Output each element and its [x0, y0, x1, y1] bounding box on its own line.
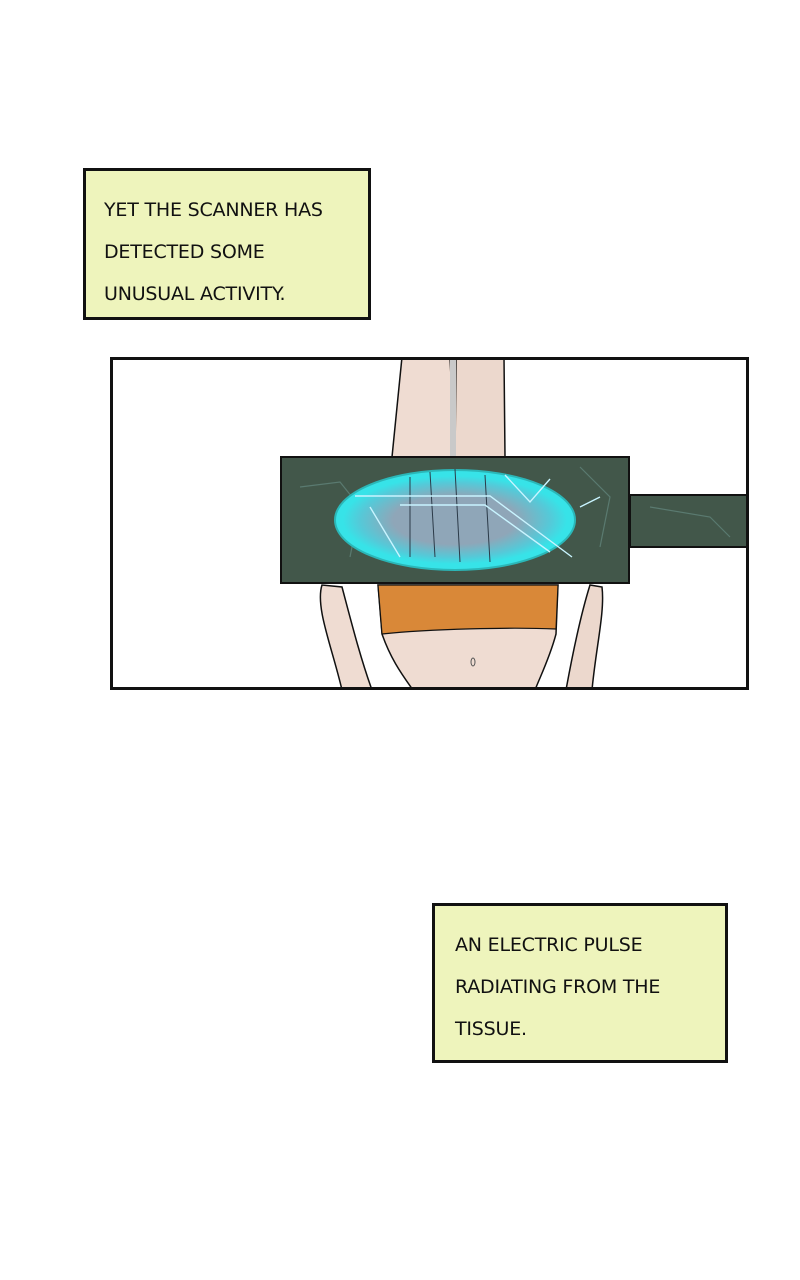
caption-box-2: An electric pulse radiating from the tis…: [432, 903, 728, 1063]
arm-left: [319, 584, 372, 687]
caption-box-1: Yet the scanner has detected some unusua…: [83, 168, 371, 320]
electric-pulse-lines: [355, 474, 601, 558]
leg-left: [391, 360, 456, 458]
caption-line: tissue.: [455, 1018, 527, 1040]
caption-line: Yet the scanner has: [104, 199, 323, 221]
caption-line: unusual activity.: [104, 283, 286, 305]
comic-panel-scanner: [110, 357, 749, 690]
arm-right: [565, 584, 604, 687]
scanner-handle: [629, 494, 746, 548]
caption-line: radiating from the: [455, 976, 661, 998]
scanner-illustration: [280, 360, 746, 687]
leg-right: [454, 360, 506, 458]
caption-line: An electric pulse: [455, 934, 643, 956]
caption-line: detected some: [104, 241, 265, 263]
orange-top: [377, 584, 559, 635]
